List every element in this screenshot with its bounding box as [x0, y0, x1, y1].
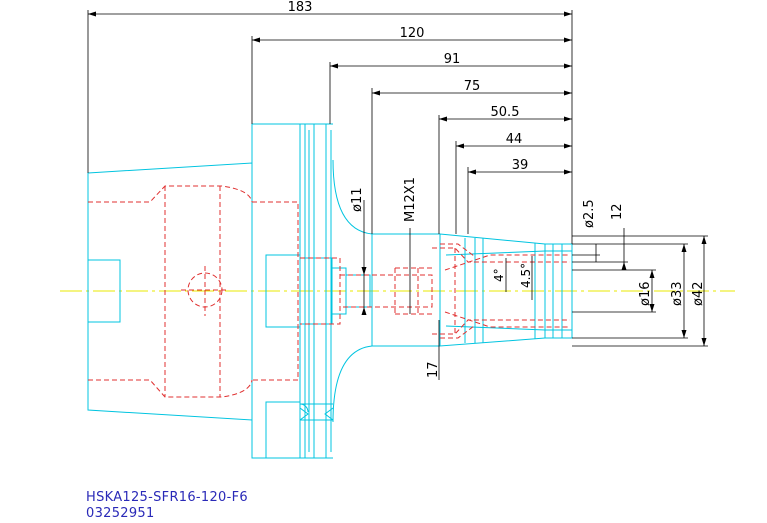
dim-length-120: 120	[400, 26, 425, 41]
dim-length-50-5: 50.5	[491, 105, 520, 120]
dim-small-bore: ø2.5	[582, 199, 597, 228]
dim-overall-length: 183	[288, 0, 313, 15]
dim-diameter-33: ø33	[670, 282, 685, 307]
dim-bore-diameter: ø11	[350, 188, 365, 213]
dim-angle-4-5: 4.5°	[519, 263, 533, 288]
dim-thread: M12X1	[403, 177, 418, 222]
arrowheads	[88, 11, 707, 346]
part-number: HSKA125-SFR16-120-F6	[86, 490, 248, 505]
dim-diameter-42: ø42	[691, 282, 706, 307]
dim-length-91: 91	[444, 52, 461, 67]
hidden-lines	[88, 185, 570, 398]
dim-length-75: 75	[464, 79, 481, 94]
dim-angle-4: 4°	[492, 268, 506, 282]
dim-collet-diameter: ø16	[638, 282, 653, 307]
dimension-lines	[87, 10, 708, 380]
dim-length-17: 17	[426, 361, 441, 378]
dim-depth-12: 12	[610, 203, 625, 220]
part-code: 03252951	[86, 506, 155, 521]
dim-length-39: 39	[512, 158, 529, 173]
dim-length-44: 44	[506, 132, 523, 147]
